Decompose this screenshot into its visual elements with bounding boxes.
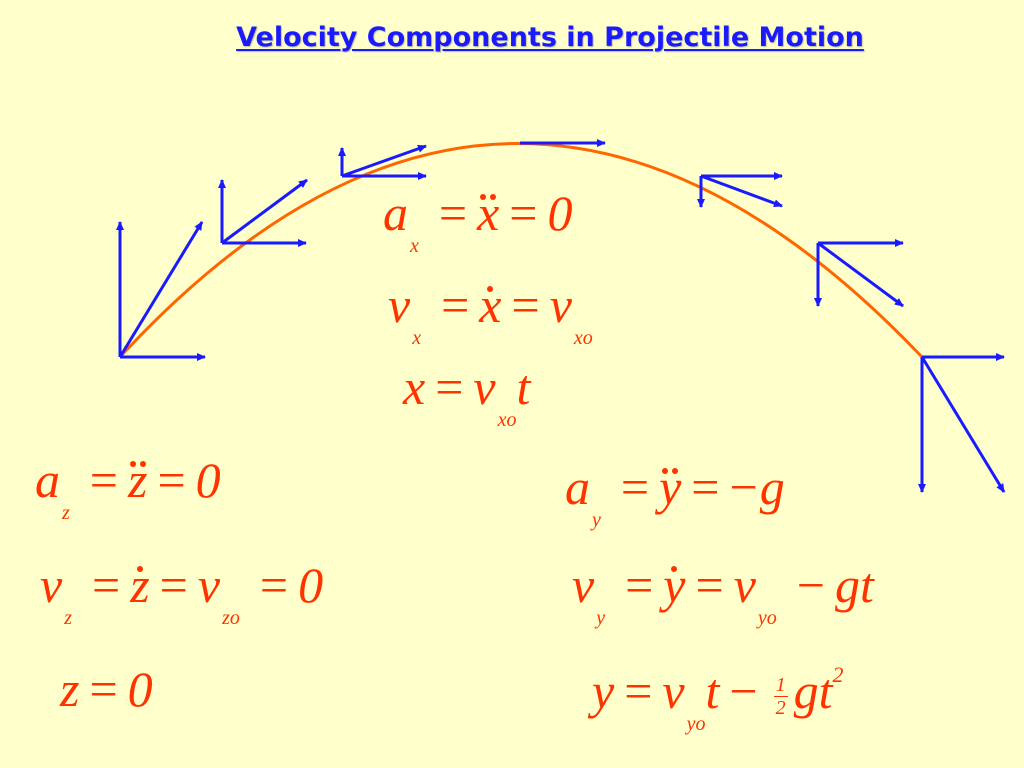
vector-v-3	[341, 144, 427, 178]
vector-v-1	[118, 221, 204, 358]
vector-v-5	[700, 174, 783, 208]
trajectory-curve	[118, 142, 924, 359]
equation-ax: ax=x=0	[383, 185, 573, 257]
slide-title: Velocity Components in Projectile Motion	[236, 22, 864, 53]
equation-az: az=z=0	[35, 452, 221, 524]
velocity-vectors	[116, 139, 1006, 493]
vector-v-2	[221, 178, 308, 245]
vector-v-7	[920, 356, 1006, 493]
equation-vy: vy=y=vyo−gt	[572, 557, 874, 629]
vector-v-6	[817, 241, 904, 308]
equation-z: z=0	[60, 661, 153, 717]
equation-vx: vx=x=vxo	[388, 277, 593, 349]
equation-vz: vz=z=vzo=0	[40, 557, 324, 629]
equation-ay: ay=y=−g	[565, 459, 785, 531]
equation-x: x=vxot	[403, 359, 531, 431]
